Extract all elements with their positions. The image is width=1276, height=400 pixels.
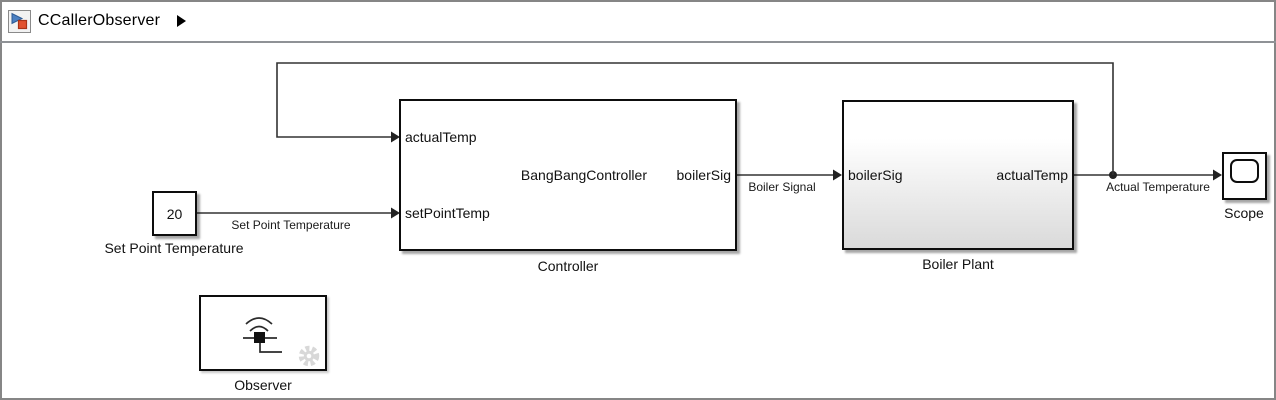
block-scope[interactable] bbox=[1222, 152, 1267, 200]
port-label-boilersig-out: boilerSig bbox=[676, 167, 731, 183]
toolbar-divider bbox=[0, 41, 1276, 43]
breadcrumb-model-name[interactable]: CCallerObserver bbox=[38, 12, 161, 29]
block-label-scope[interactable]: Scope bbox=[1224, 205, 1264, 221]
block-boiler-plant[interactable]: boilerSig actualTemp bbox=[842, 100, 1074, 250]
constant-value: 20 bbox=[166, 205, 183, 222]
block-controller[interactable]: actualTemp setPointTemp BangBangControll… bbox=[399, 99, 737, 251]
block-label-controller[interactable]: Controller bbox=[537, 258, 599, 274]
signal-label-set-point-temperature[interactable]: Set Point Temperature bbox=[231, 218, 351, 232]
port-label-setpointtemp-in: setPointTemp bbox=[405, 205, 490, 221]
wire-boiler-signal[interactable] bbox=[737, 169, 842, 181]
simulink-model-icon bbox=[8, 9, 31, 33]
signal-label-actual-temperature[interactable]: Actual Temperature bbox=[1106, 180, 1210, 194]
gear-icon bbox=[298, 345, 320, 367]
breadcrumb-bar: CCallerObserver bbox=[2, 2, 1274, 40]
wire-actual-temperature[interactable] bbox=[1074, 169, 1222, 181]
port-label-actualtemp-in: actualTemp bbox=[405, 129, 477, 145]
block-label-observer[interactable]: Observer bbox=[234, 377, 292, 393]
controller-function-name: BangBangController bbox=[520, 167, 647, 183]
block-observer[interactable] bbox=[199, 295, 327, 371]
block-constant-set-point[interactable]: 20 bbox=[152, 191, 197, 236]
wire-feedback-loop[interactable] bbox=[276, 62, 1114, 175]
block-label-set-point-temperature[interactable]: Set Point Temperature bbox=[104, 240, 244, 256]
signal-label-boiler-signal[interactable]: Boiler Signal bbox=[748, 180, 816, 194]
observer-probe-icon bbox=[243, 317, 320, 367]
block-label-boiler-plant[interactable]: Boiler Plant bbox=[922, 256, 994, 272]
port-label-boilersig-in: boilerSig bbox=[848, 167, 903, 183]
scope-display-icon bbox=[1230, 159, 1259, 183]
wire-set-point[interactable] bbox=[197, 207, 400, 219]
port-label-actualtemp-out: actualTemp bbox=[996, 167, 1068, 183]
breadcrumb-expand-icon[interactable] bbox=[177, 15, 187, 27]
